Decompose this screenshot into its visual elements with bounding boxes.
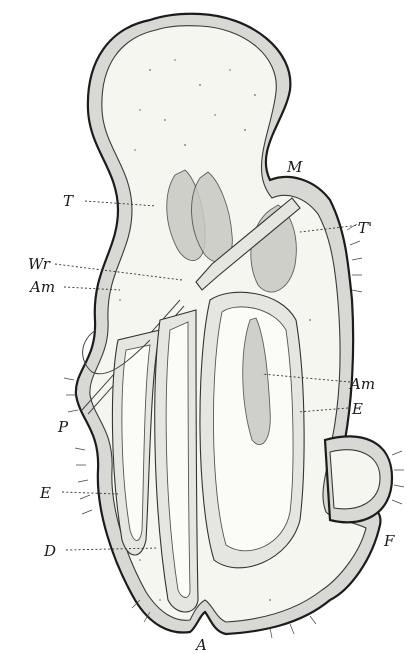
label-M: M [286,158,303,176]
label-E-left: E [39,484,51,502]
label-Am-right: Am [348,375,375,393]
label-Wr: Wr [28,255,51,273]
label-Am-left: Am [28,278,55,296]
label-F: F [383,532,395,550]
label-T: T [63,192,74,210]
label-E-right: E [351,400,363,418]
label-D: D [43,542,56,560]
label-T-prime: T' [358,219,372,237]
label-P: P [57,418,69,436]
label-A: A [194,636,207,654]
